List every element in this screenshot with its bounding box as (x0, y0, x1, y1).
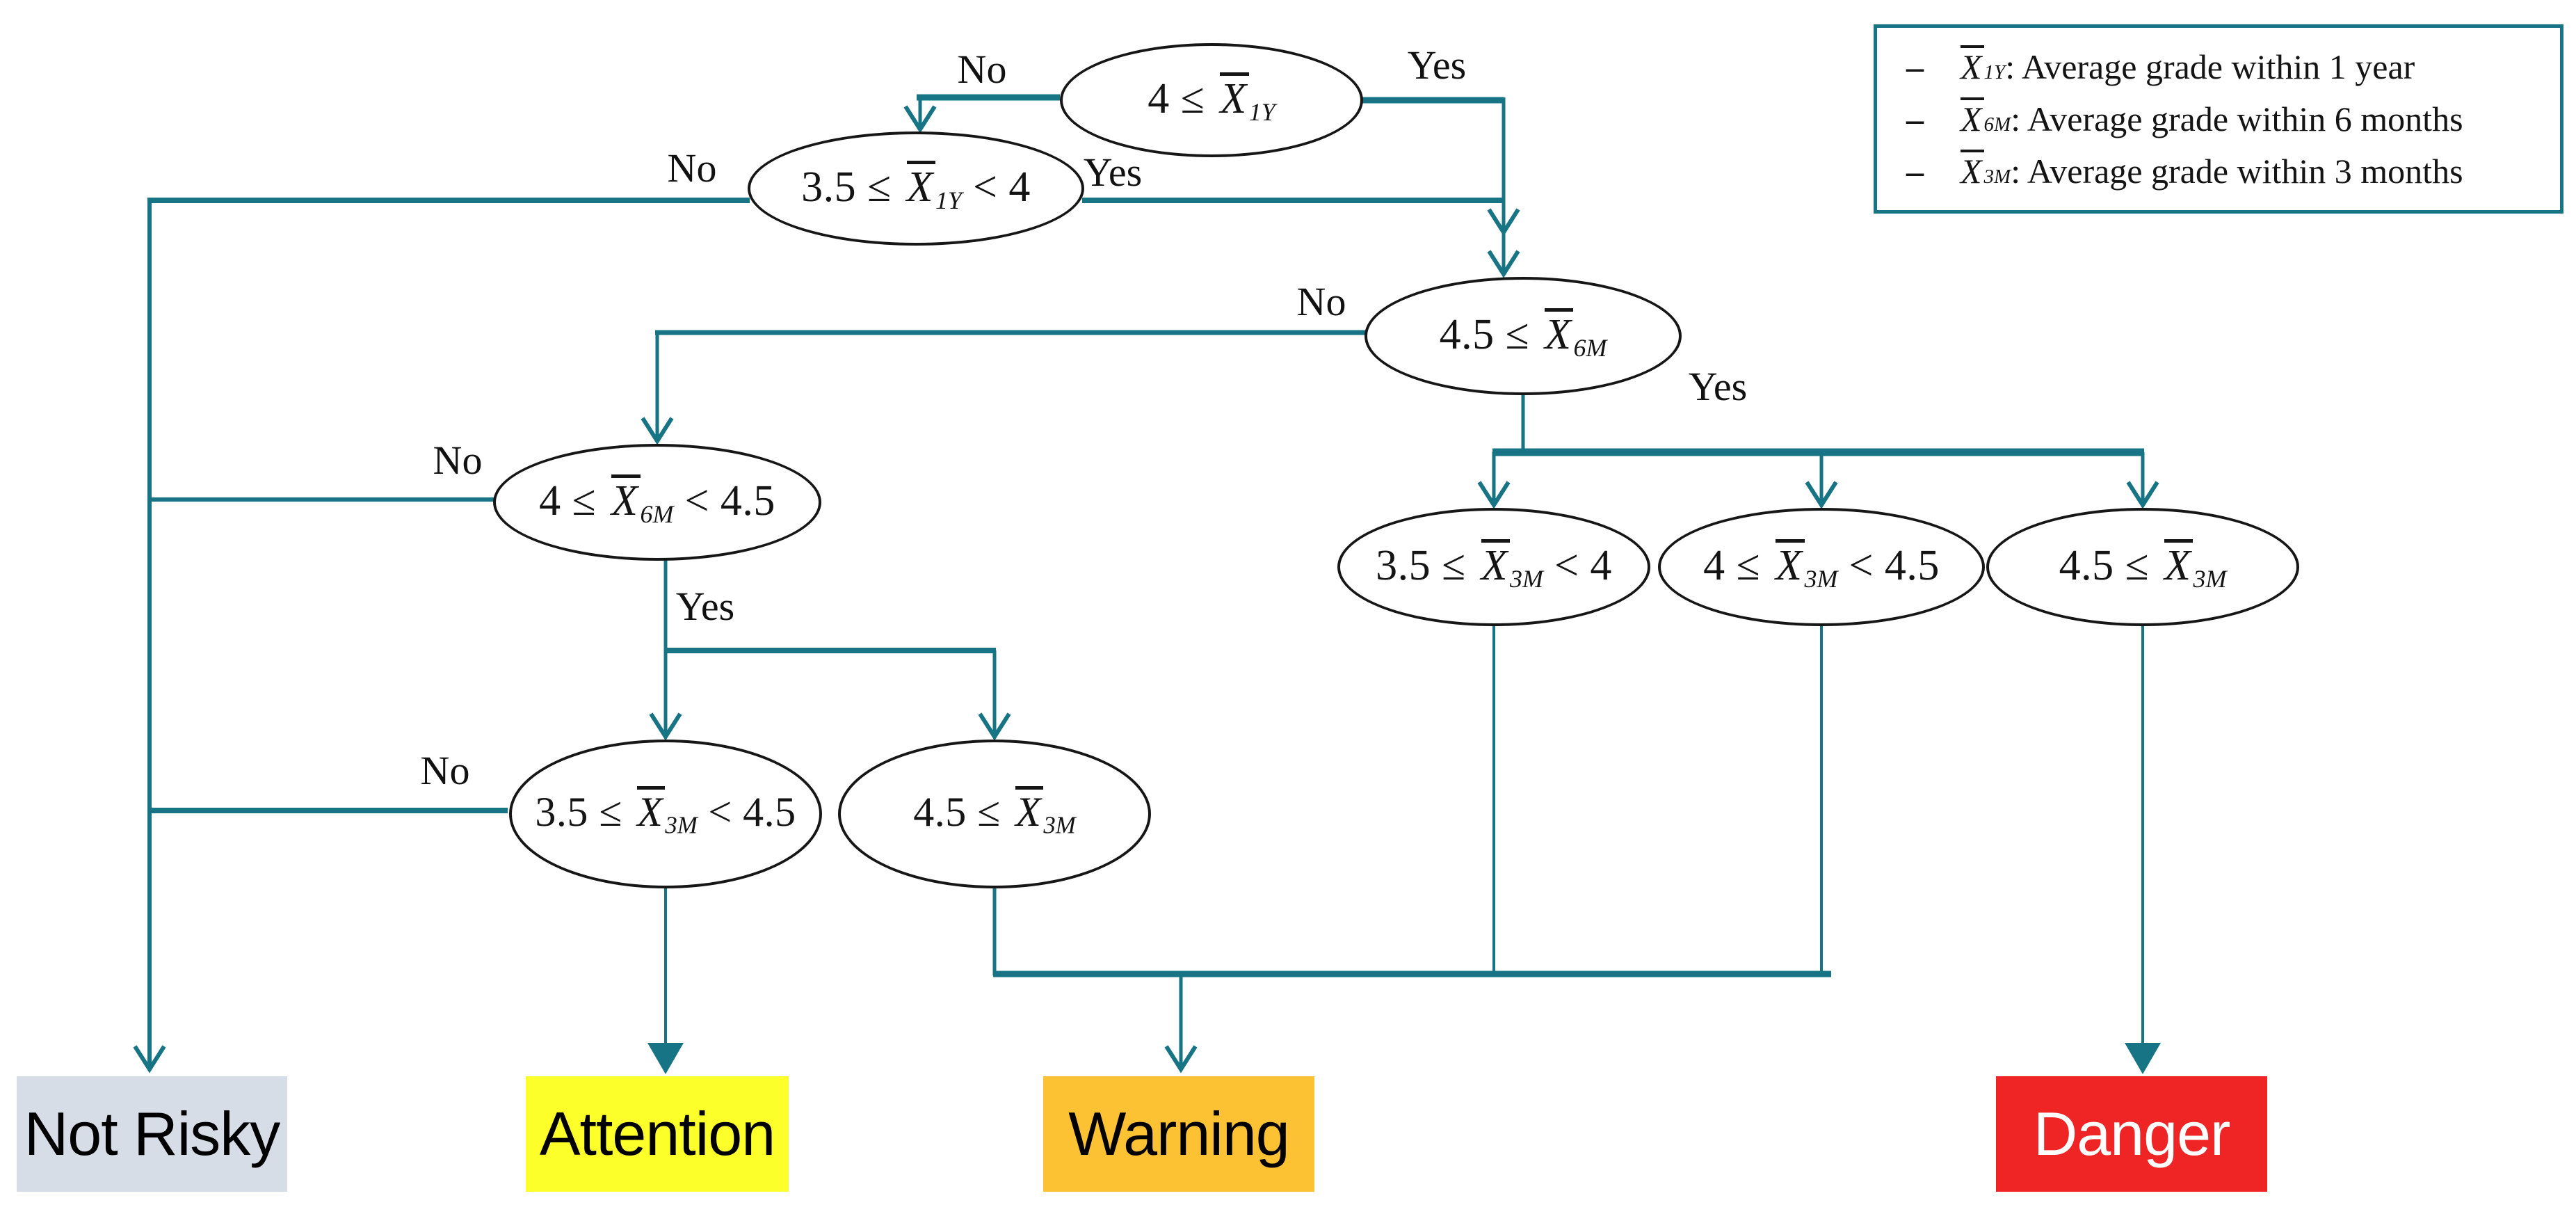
terminal-danger: Danger (1996, 1076, 2267, 1192)
terminal-label: Attention (539, 1099, 775, 1168)
edge-label-no: No (420, 748, 470, 793)
xbar-variable: X (1956, 150, 1984, 191)
node-formula: 4.5 ≤ X3M (913, 789, 1076, 839)
edge-label-no: No (957, 47, 1007, 92)
xbar-variable: X (1477, 542, 1510, 589)
terminal-label: Danger (2033, 1099, 2231, 1168)
edge-label-no: No (667, 145, 717, 191)
edge-label-no: No (433, 438, 483, 483)
dash-bullet-icon: – (1906, 152, 1924, 191)
xbar-variable: X (1771, 542, 1804, 589)
terminal-label: Not Risky (24, 1099, 280, 1168)
decision-node-x6m-ge-45: 4.5 ≤ X6M (1365, 277, 1682, 395)
xbar-variable: X (1011, 789, 1043, 835)
xbar-variable: X (1956, 45, 1984, 87)
node-formula: 4 ≤ X3M < 4.5 (1703, 541, 1940, 593)
edge-label-no: No (1296, 279, 1346, 324)
edge-label-yes: Yes (1688, 364, 1748, 409)
edge-label-yes: Yes (1407, 42, 1467, 88)
xbar-variable: X (2160, 542, 2193, 589)
xbar-variable: X (903, 163, 935, 211)
decision-node-x3m-35-to-4: 3.5 ≤ X3M < 4 (1337, 508, 1650, 626)
xbar-variable: X (1956, 97, 1984, 139)
node-formula: 3.5 ≤ X1Y < 4 (801, 163, 1031, 214)
node-formula: 3.5 ≤ X3M < 4.5 (535, 789, 796, 839)
terminal-not-risky: Not Risky (17, 1076, 287, 1192)
xbar-variable: X (633, 789, 665, 835)
dash-bullet-icon: – (1906, 99, 1924, 138)
decision-node-x6m-4-to-45: 4 ≤ X6M < 4.5 (493, 444, 821, 561)
decision-node-x3m-35-to-45: 3.5 ≤ X3M < 4.5 (509, 740, 822, 888)
node-formula: 3.5 ≤ X3M < 4 (1376, 541, 1612, 593)
decision-node-x3m-ge-45-left: 4.5 ≤ X3M (838, 740, 1151, 888)
dash-bullet-icon: – (1906, 47, 1924, 86)
terminal-label: Warning (1068, 1099, 1289, 1168)
xbar-variable: X (1540, 311, 1573, 358)
xbar-variable: X (1216, 75, 1248, 122)
edge-label-yes: Yes (675, 584, 735, 629)
terminal-attention: Attention (526, 1076, 789, 1192)
decision-node-x1y-ge-4: 4 ≤ X1Y (1060, 43, 1363, 157)
decision-node-x1y-35-to-4: 3.5 ≤ X1Y < 4 (748, 131, 1084, 246)
decision-node-x3m-4-to-45: 4 ≤ X3M < 4.5 (1658, 508, 1985, 626)
node-formula: 4 ≤ X6M < 4.5 (539, 477, 775, 528)
xbar-variable: X (607, 477, 640, 525)
node-formula: 4 ≤ X1Y (1148, 74, 1275, 126)
terminal-warning: Warning (1043, 1076, 1314, 1192)
edge-label-yes: Yes (1083, 150, 1143, 195)
node-formula: 4.5 ≤ X3M (2059, 541, 2227, 593)
decision-node-x3m-ge-45-right: 4.5 ≤ X3M (1986, 508, 2299, 626)
node-formula: 4.5 ≤ X6M (1439, 310, 1607, 362)
